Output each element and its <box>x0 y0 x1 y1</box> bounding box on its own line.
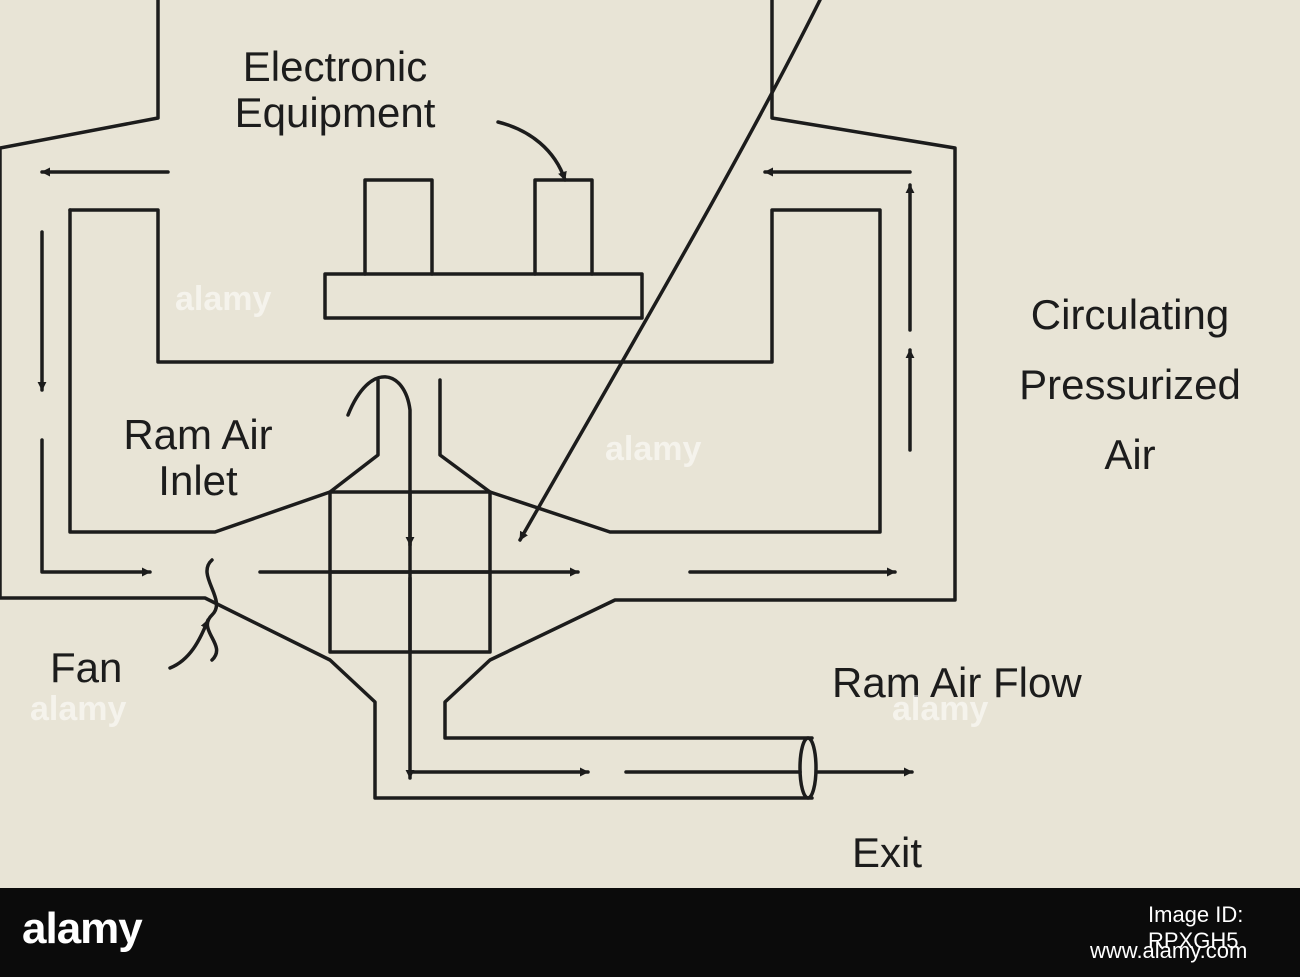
footer-bar <box>0 888 1300 977</box>
ram-air-inlet-pointer <box>346 375 415 547</box>
label-electronic-equipment: Electronic Equipment <box>234 43 436 136</box>
duct-inner-wall <box>68 208 882 534</box>
fan-pointer <box>168 618 210 670</box>
duct-inner-wall-left <box>68 208 380 534</box>
label-circulating-pressurized-air: Circulating Pressurized Air <box>1019 291 1241 478</box>
label-fan: Fan <box>50 644 123 691</box>
equipment-box-2 <box>533 178 594 276</box>
equipment-box-1 <box>363 178 434 276</box>
watermark-1: alamy <box>175 280 272 318</box>
fan-blade <box>205 558 219 662</box>
cooling-system-diagram <box>0 0 957 800</box>
watermark-2: alamy <box>605 430 702 468</box>
diagram-area: Electronic Equipment Ram Air Inlet Circu… <box>0 0 1241 876</box>
equipment-base <box>323 272 644 320</box>
alamy-logo[interactable]: alamy <box>22 904 143 953</box>
arrow-left-elbow <box>40 438 152 577</box>
label-ram-air-inlet: Ram Air Inlet <box>123 411 273 504</box>
duct-outer-wall <box>0 0 814 800</box>
label-ram-air-flow: Ram Air Flow <box>832 659 1082 706</box>
duct-outer-wall-right <box>443 0 957 740</box>
label-exit: Exit <box>852 829 923 876</box>
watermark-3: alamy <box>30 690 127 728</box>
leader-line <box>518 0 822 542</box>
watermark-4: alamy <box>892 690 989 728</box>
site-url[interactable]: www.alamy.com <box>1090 938 1248 963</box>
exit-pipe-end <box>798 736 818 800</box>
equipment-pointer <box>496 120 567 182</box>
image-id: Image ID: RPXGH5 <box>1148 902 1244 953</box>
